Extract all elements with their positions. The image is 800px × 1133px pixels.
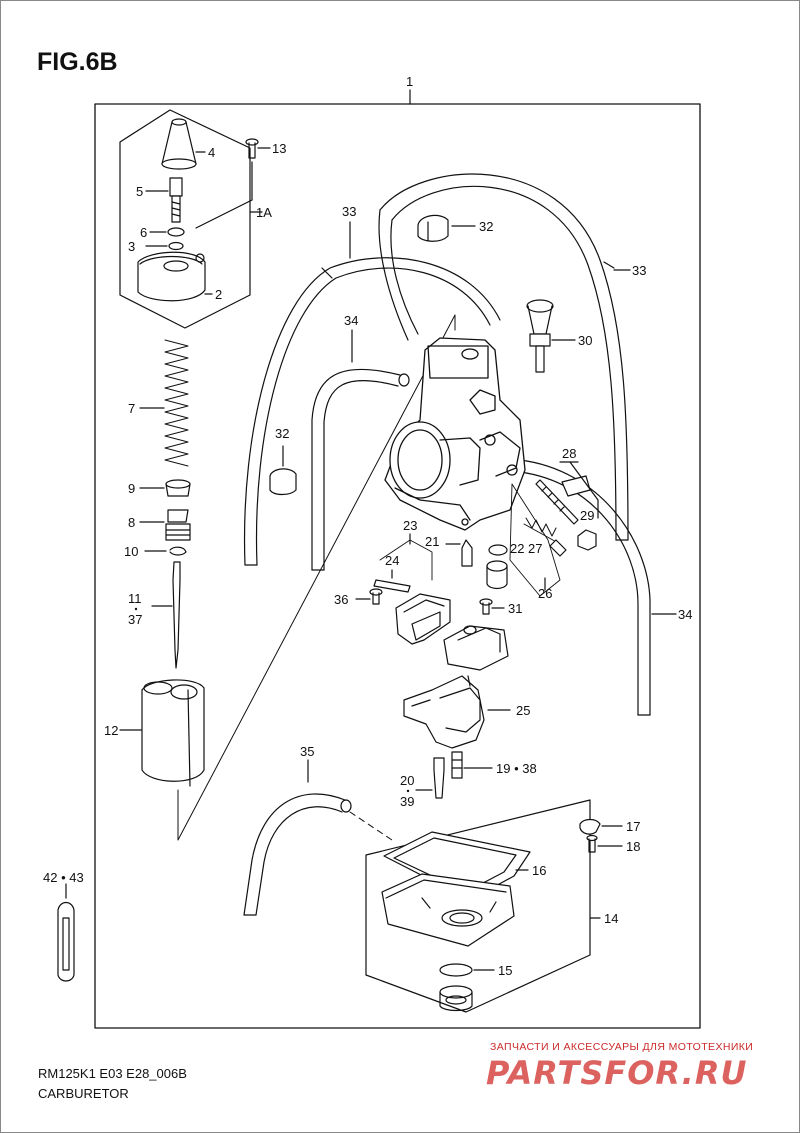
callout-label: 30: [578, 333, 592, 348]
needle-valve-part: [461, 539, 473, 567]
callout-label: 2: [215, 287, 222, 302]
callout-label: 32: [479, 219, 493, 234]
clip-part: [169, 546, 187, 556]
callout-label: 31: [508, 601, 522, 616]
callout-label: 34: [344, 313, 358, 328]
float-part: [395, 593, 451, 645]
callout-label: 28: [562, 446, 576, 461]
float-lower-part: [443, 625, 509, 671]
figure-title: FIG.6B: [37, 48, 118, 76]
callout-label: 39: [400, 794, 414, 809]
drain-plug-part: [439, 985, 473, 1012]
top-cover-part: [137, 251, 206, 302]
callout-label: 24: [385, 553, 399, 568]
drain-hose-part: [243, 793, 352, 916]
callout-label: 5: [136, 184, 143, 199]
callout-label: 32: [275, 426, 289, 441]
callout-label: 1A: [256, 205, 272, 220]
callout-label: 6: [140, 225, 147, 240]
callout-label: 4: [208, 145, 215, 160]
bracket-part: [57, 901, 75, 982]
callout-label: 25: [516, 703, 530, 718]
callout-label: 42 • 43: [43, 870, 84, 885]
cap-subassembly-outline: [119, 109, 251, 329]
screw-31-part: [479, 598, 493, 615]
callout-label: 1: [406, 74, 413, 89]
jet-needle-part: [172, 561, 181, 669]
diagram-name: CARBURETOR: [38, 1086, 129, 1101]
float-chamber-outline: [365, 799, 591, 1013]
nut-29-part: [577, 529, 597, 551]
float-bowl-part: [403, 675, 485, 749]
callout-label: 26: [538, 586, 552, 601]
callout-label: 23: [403, 518, 417, 533]
callout-label: 27: [528, 541, 542, 556]
callout-label: 10: [124, 544, 138, 559]
callout-label: 9: [128, 481, 135, 496]
callout-label: 8: [128, 515, 135, 530]
callout-label: 13: [272, 141, 286, 156]
hose-clamp-top-part: [417, 214, 449, 242]
carburetor-body-part: [384, 337, 526, 531]
screw-36-part: [369, 588, 383, 605]
needle-holder-part: [165, 509, 191, 541]
adjuster-part: [169, 177, 183, 223]
watermark-caption: ЗАПЧАСТИ И АКСЕССУАРЫ ДЛЯ МОТОТЕХНИКИ: [490, 1041, 754, 1053]
diagram-code: RM125K1 E03 E28_006B: [38, 1066, 187, 1081]
callout-label: 18: [626, 839, 640, 854]
callout-label: 14: [604, 911, 618, 926]
callout-label: 20: [400, 773, 414, 788]
needle-jet-20-part: [433, 757, 445, 799]
callout-label: 29: [580, 508, 594, 523]
vent-hose-right-part: [519, 459, 651, 716]
nut-part: [167, 227, 185, 237]
callout-label: 16: [532, 863, 546, 878]
callout-label: 3: [128, 239, 135, 254]
callout-label: 33: [342, 204, 356, 219]
callout-label: 34: [678, 607, 692, 622]
throttle-stop-screw-part: [535, 475, 591, 525]
assembly-outline: [94, 103, 701, 1029]
main-jet-19-part: [451, 751, 463, 779]
cap-rubber-part: [161, 118, 197, 170]
overflow-hose-right-part: [378, 173, 629, 541]
vent-hose-upper-part: [311, 368, 410, 571]
hose-clamp-left-part: [269, 468, 297, 496]
callout-label: 19 • 38: [496, 761, 537, 776]
bracket-17-part: [579, 818, 601, 835]
bracket-26-outline: [509, 483, 561, 597]
idle-spring-part: [523, 517, 567, 557]
callout-label: 15: [498, 963, 512, 978]
o-ring-22-part: [488, 544, 508, 556]
callout-label: 12: [104, 723, 118, 738]
callout-label: 36: [334, 592, 348, 607]
main-jet-part: [486, 560, 508, 590]
o-ring-15-part: [439, 963, 473, 977]
watermark-logo: PARTSFOR.RU: [486, 1054, 748, 1092]
callout-label: 35: [300, 744, 314, 759]
pilot-jet-part: [373, 579, 411, 593]
throttle-valve-part: [141, 679, 205, 787]
callout-label: 21: [425, 534, 439, 549]
callout-label: 17: [626, 819, 640, 834]
spring-part: [164, 339, 189, 467]
air-screw-part: [526, 299, 554, 373]
callout-label: 7: [128, 401, 135, 416]
screw-18-part: [586, 834, 598, 853]
screw-13-part: [245, 138, 259, 159]
washer-part: [168, 241, 184, 251]
overflow-hose-left-part: [243, 257, 501, 566]
float-group-outline: [379, 539, 433, 581]
callout-label: 11: [128, 591, 142, 606]
callout-label: 22: [510, 541, 524, 556]
retainer-part: [165, 479, 191, 497]
callout-label: 37: [128, 612, 142, 627]
float-chamber-part: [381, 873, 515, 947]
callout-label: 33: [632, 263, 646, 278]
